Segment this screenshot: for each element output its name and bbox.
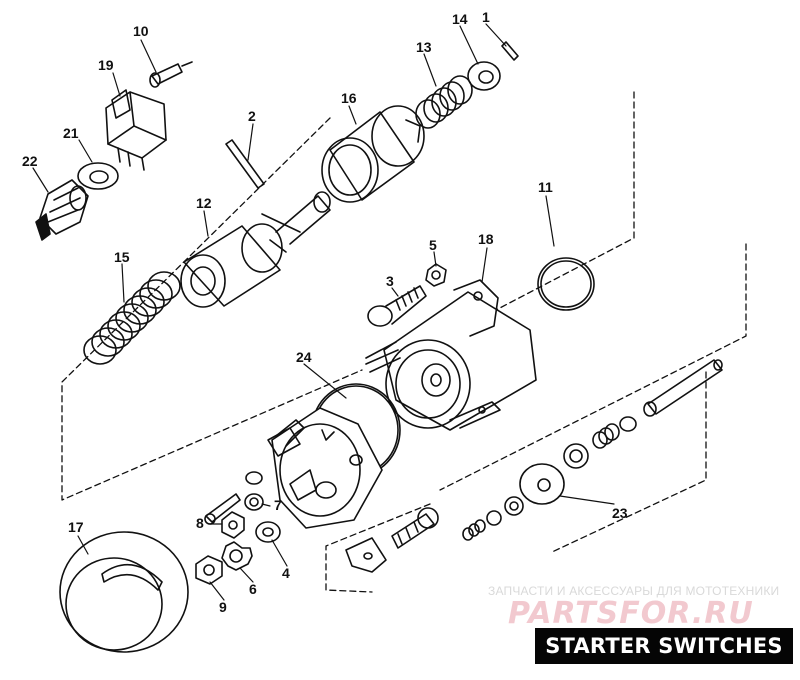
label-part-24: 24 xyxy=(296,349,312,365)
part-bolt-bottom xyxy=(391,507,439,549)
part-23-cup xyxy=(563,443,589,469)
part-12-plunger xyxy=(180,191,331,308)
part-washer-small xyxy=(245,471,263,485)
label-part-8: 8 xyxy=(196,515,204,531)
part-16-sleeve xyxy=(321,105,425,203)
label-part-7: 7 xyxy=(274,497,282,513)
label-part-5: 5 xyxy=(429,237,437,253)
label-part-13: 13 xyxy=(416,39,432,55)
label-part-14: 14 xyxy=(452,11,468,27)
label-part-10: 10 xyxy=(133,23,149,39)
part-4-washer xyxy=(255,521,281,543)
part-bracket xyxy=(345,537,387,573)
label-part-2: 2 xyxy=(248,108,256,124)
label-part-3: 3 xyxy=(386,273,394,289)
part-cap-terminals xyxy=(267,407,383,529)
label-part-22: 22 xyxy=(22,153,38,169)
label-part-15: 15 xyxy=(114,249,130,265)
part-5-nut xyxy=(425,263,447,287)
assembly-guide-lines xyxy=(61,91,747,593)
diagram-title: STARTER SWITCHES xyxy=(535,628,793,664)
label-part-9: 9 xyxy=(219,599,227,615)
part-6-lockwasher xyxy=(221,541,253,571)
part-22-switch xyxy=(35,179,89,241)
part-3-screw xyxy=(367,285,427,327)
part-21-washer xyxy=(77,162,119,190)
part-23-spring-small xyxy=(462,519,486,541)
label-part-1: 1 xyxy=(482,9,490,25)
label-part-18: 18 xyxy=(478,231,494,247)
part-23-washer xyxy=(504,496,524,516)
part-7-lockwasher xyxy=(244,493,264,511)
leader-lines xyxy=(32,23,615,601)
part-23-clip xyxy=(619,416,637,432)
label-part-16: 16 xyxy=(341,90,357,106)
part-11-o-ring xyxy=(537,257,595,311)
part-23-spring xyxy=(592,423,620,449)
part-23-rod xyxy=(643,359,723,417)
label-part-19: 19 xyxy=(98,57,114,73)
part-13-spring xyxy=(415,75,473,129)
label-part-6: 6 xyxy=(249,581,257,597)
part-14-washer xyxy=(467,61,501,91)
part-8-nut xyxy=(221,511,245,539)
part-number-labels: 10 19 21 22 2 16 13 14 1 12 11 5 3 18 15… xyxy=(22,9,628,615)
part-2-pin xyxy=(225,139,265,189)
part-18-housing xyxy=(365,279,537,431)
watermark-brand: PARTSFOR.RU xyxy=(508,596,754,631)
label-part-12: 12 xyxy=(196,195,212,211)
part-15-spring xyxy=(83,271,181,365)
label-part-4: 4 xyxy=(282,565,290,581)
label-part-17: 17 xyxy=(68,519,84,535)
part-23-clip-small xyxy=(486,510,502,526)
part-10-rivet xyxy=(149,61,193,88)
part-19-relay xyxy=(105,89,167,171)
part-17-cover xyxy=(59,531,189,653)
part-23-disc xyxy=(519,463,565,505)
part-1-pin xyxy=(501,41,519,61)
part-9-nut xyxy=(195,555,223,585)
label-part-11: 11 xyxy=(538,179,553,195)
watermark-caption: ЗАПЧАСТИ И АКСЕССУАРЫ ДЛЯ МОТОТЕХНИКИ xyxy=(488,584,780,598)
label-part-23: 23 xyxy=(612,505,628,521)
label-part-21: 21 xyxy=(63,125,79,141)
